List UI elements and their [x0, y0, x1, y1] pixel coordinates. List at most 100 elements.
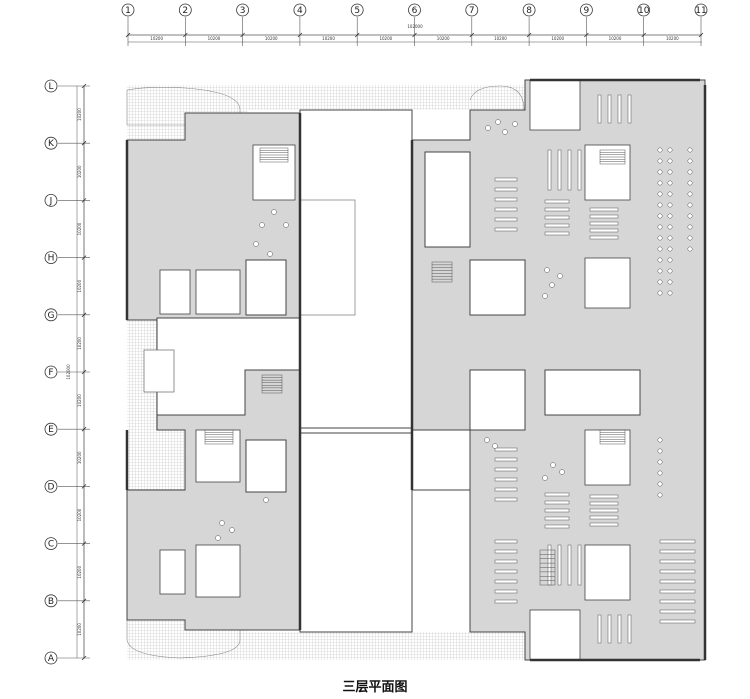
facade-walls — [125, 78, 707, 662]
seat — [502, 129, 508, 135]
seat — [657, 191, 663, 197]
top-bay-dimension: 10200 — [609, 36, 622, 41]
desk — [494, 457, 518, 462]
grid-tick — [81, 369, 87, 375]
left-bay-dimension: 10200 — [77, 565, 82, 578]
grid-tick — [698, 32, 704, 38]
stair-outline — [261, 374, 283, 394]
grid-label-col: 9 — [584, 6, 590, 16]
desk — [494, 467, 518, 472]
grid-tick — [81, 198, 87, 203]
desk — [659, 609, 696, 614]
seat — [657, 448, 663, 454]
desk — [659, 549, 696, 554]
grid-tick — [584, 32, 589, 38]
grid-bubble-row — [44, 537, 58, 550]
top-bay-dimension: 10200 — [379, 36, 392, 41]
grid-label-col: 11 — [695, 6, 706, 16]
seat — [687, 213, 693, 219]
desk — [494, 187, 518, 192]
top-bay-dimension: 10200 — [437, 36, 450, 41]
left-bay-dimension: 10200 — [77, 337, 82, 350]
grid-tick — [125, 32, 131, 38]
seat — [667, 158, 673, 164]
seat — [667, 268, 673, 274]
seat — [215, 535, 221, 541]
top-hatched-strip — [247, 85, 470, 110]
shelf — [567, 544, 572, 586]
seat — [687, 180, 693, 186]
seat — [495, 119, 501, 125]
shelf — [557, 544, 562, 586]
grid-tick — [81, 484, 87, 489]
shelf — [597, 94, 602, 124]
grid-bubble-col — [465, 3, 479, 17]
seat — [667, 180, 673, 186]
desk — [589, 494, 619, 499]
desk — [589, 508, 619, 513]
grid-tick — [81, 426, 87, 432]
top-bay-dimension: 10200 — [150, 36, 163, 41]
top-bay-dimension: 10200 — [322, 36, 335, 41]
seat — [667, 279, 673, 285]
grid-label-row: D — [48, 482, 55, 492]
desk — [659, 569, 696, 574]
shelf — [597, 614, 602, 644]
left-bay-dimension: 10200 — [77, 623, 82, 636]
grid-label-col: 7 — [469, 6, 475, 16]
desk — [659, 559, 696, 564]
right-void-lower — [411, 429, 471, 491]
desk — [494, 589, 518, 594]
grid-tick — [81, 83, 87, 89]
grid-label-col: 6 — [412, 6, 418, 16]
desk-rows — [494, 94, 696, 644]
right-courtyard-pool — [424, 151, 471, 248]
grid-bubble-row — [44, 136, 58, 150]
grid-tick — [81, 541, 87, 546]
desk — [589, 228, 619, 233]
grid-label-row: J — [49, 196, 53, 206]
desk — [494, 549, 518, 554]
grid-label-row: F — [48, 368, 53, 378]
left-bay-dimension: 10200 — [77, 451, 82, 464]
shelf — [577, 544, 582, 586]
grid-label-col: 3 — [240, 6, 246, 16]
seat — [687, 191, 693, 197]
seat — [687, 202, 693, 208]
seat — [657, 213, 663, 219]
grid-tick — [412, 32, 417, 38]
seat — [229, 527, 235, 533]
grid-tick — [526, 32, 532, 38]
seat — [667, 224, 673, 230]
desk — [494, 477, 518, 482]
seat — [657, 470, 663, 476]
desk — [589, 235, 619, 240]
seat — [687, 235, 693, 241]
desk — [494, 579, 518, 584]
grid-label-row: H — [48, 254, 55, 264]
grid-tick — [81, 312, 87, 318]
seat — [267, 251, 273, 257]
desk — [494, 539, 518, 544]
desk — [589, 207, 619, 212]
top-total-dimension: 102000 — [407, 24, 423, 29]
desk — [659, 579, 696, 584]
seat — [687, 158, 693, 164]
grid-label-row: G — [48, 311, 55, 321]
seat — [657, 290, 663, 296]
grid-tick — [81, 598, 87, 604]
grid-label-row: K — [48, 139, 55, 149]
seat — [657, 246, 663, 252]
grid-bubble-col — [293, 3, 307, 17]
seat — [667, 213, 673, 219]
right-void-light-well — [469, 369, 526, 431]
desk — [659, 619, 696, 624]
shelf — [607, 94, 612, 124]
grid-bubble-col — [694, 3, 708, 17]
landscape-curve-sw — [126, 490, 241, 659]
seat — [542, 293, 548, 299]
seat — [687, 147, 693, 153]
shelf — [567, 149, 572, 191]
grid-bubble-row — [44, 251, 58, 265]
